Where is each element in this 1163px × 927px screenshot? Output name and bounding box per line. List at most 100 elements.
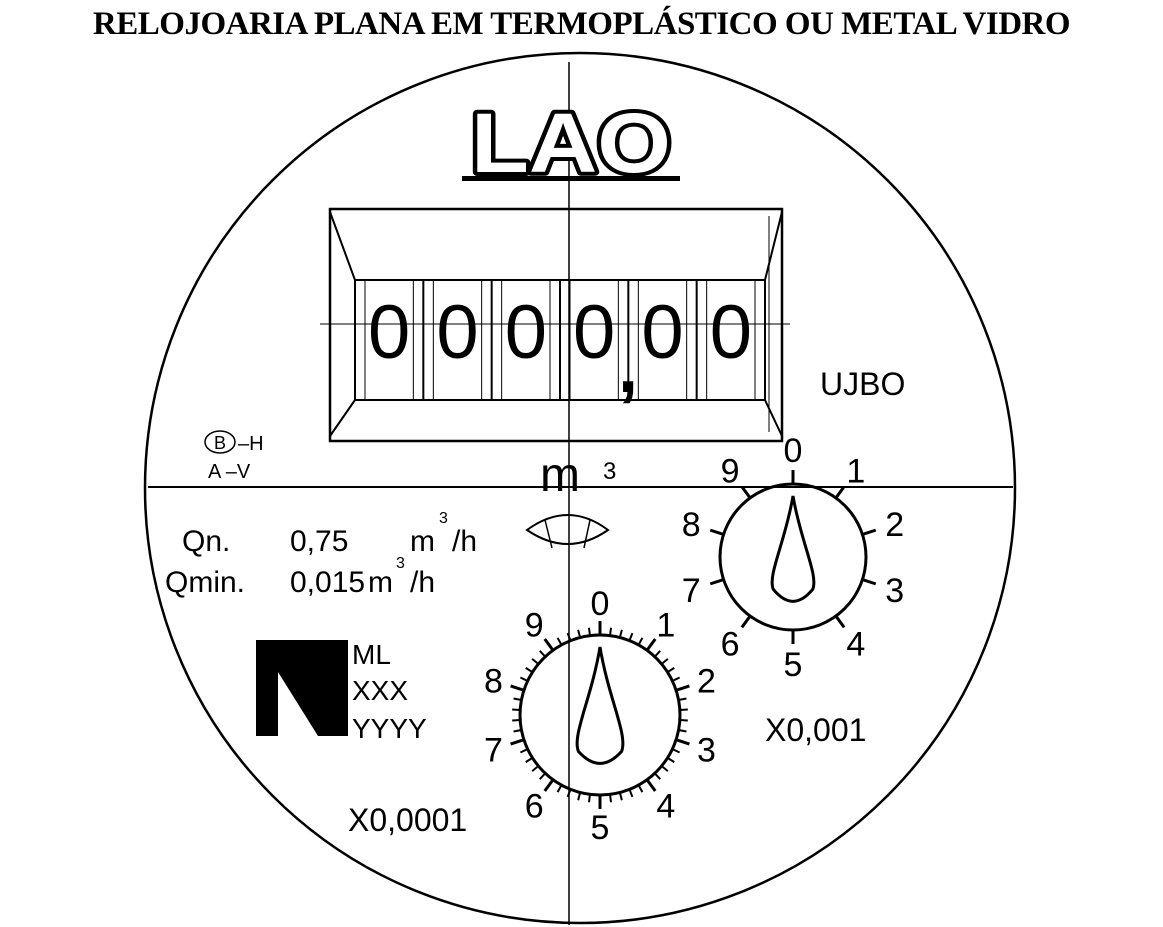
- dial-tick: [834, 615, 846, 629]
- dial-tick: [531, 658, 539, 665]
- dial-tick: [740, 485, 752, 499]
- dial-number: 6: [721, 626, 740, 664]
- cert-line-2: XXX: [352, 675, 408, 706]
- qn-unit-exponent: 3: [439, 510, 448, 527]
- dial-number: 9: [525, 606, 544, 644]
- dial-ring: [718, 482, 868, 632]
- dial-tick: [577, 792, 582, 801]
- dial-tick: [671, 676, 681, 682]
- dial-tick: [566, 632, 572, 641]
- qn-unit-per-hour: /h: [452, 525, 477, 558]
- installation-position: B –H A –V: [204, 430, 264, 483]
- dial-tick: [834, 485, 846, 499]
- counter-digit: 0: [573, 290, 615, 375]
- install-horizontal: –H: [238, 433, 264, 455]
- dial-number: 0: [591, 585, 610, 623]
- dial-tick: [645, 778, 657, 792]
- dial-number: 3: [697, 732, 716, 770]
- dial-number: 0: [784, 432, 803, 470]
- dial-tick: [513, 729, 522, 733]
- inmetro-n-icon: [256, 640, 348, 736]
- dial-pointer-icon: [575, 646, 625, 765]
- dial-tick: [609, 794, 613, 803]
- dial-tick: [512, 719, 521, 722]
- qn-label: Qn.: [182, 525, 230, 558]
- dial-ring: [518, 633, 682, 797]
- dial-tick: [645, 638, 657, 652]
- dial-tick: [654, 772, 661, 780]
- dial-tick: [519, 748, 529, 754]
- dial-tick: [577, 629, 582, 638]
- install-letter: B: [214, 433, 226, 453]
- counter-digit: 0: [710, 290, 752, 375]
- dial-tick: [556, 637, 563, 646]
- counter-digit: 0: [368, 290, 410, 375]
- dial-tick: [618, 629, 623, 638]
- volume-unit-letter: m: [540, 449, 580, 502]
- dial-tick: [671, 748, 681, 754]
- dial-tick: [678, 729, 687, 733]
- meter-code: UJBO: [820, 366, 905, 402]
- dial-tick: [618, 792, 623, 801]
- dial-number: 7: [682, 572, 701, 610]
- dial-number: 8: [484, 662, 503, 700]
- counter-digit: 0: [505, 290, 547, 375]
- qmin-unit-m: m: [368, 566, 393, 599]
- dial-tick: [531, 765, 539, 772]
- qn-value: 0,75: [290, 525, 348, 558]
- dial-number: 5: [591, 809, 610, 847]
- volume-unit: m 3: [525, 449, 616, 549]
- dial-1-multiplier: X0,001: [765, 712, 866, 748]
- dial-tick: [679, 708, 688, 711]
- dial-tick: [539, 650, 546, 658]
- dial-tick: [543, 778, 555, 792]
- flow-specs: Qn. 0,75 m 3 /h Qmin. 0,015 m 3 /h: [165, 510, 477, 599]
- dial-tick: [587, 794, 591, 803]
- dial-tick: [709, 578, 725, 586]
- qmin-label: Qmin.: [165, 566, 245, 599]
- counter-digit: 0: [436, 290, 478, 375]
- decimal-comma: ,: [618, 328, 638, 408]
- dial-tick: [667, 667, 675, 673]
- dial-tick: [587, 627, 591, 636]
- dial-number: 7: [484, 732, 503, 770]
- dial-tick: [661, 658, 669, 665]
- dial-tick: [675, 684, 690, 692]
- dial-tick: [512, 708, 521, 711]
- dial-tick: [861, 528, 877, 536]
- qmin-value: 0,015: [290, 566, 365, 599]
- dial-tick: [637, 784, 644, 793]
- dial-tick: [566, 789, 572, 798]
- dial-number: 4: [656, 788, 675, 826]
- install-letter-badge: [204, 430, 236, 454]
- meter-face-circle: [143, 51, 1017, 925]
- qmin-unit-exponent: 3: [396, 555, 405, 572]
- cert-line-3: YYYY: [352, 713, 427, 744]
- dial-number: 3: [885, 572, 904, 610]
- brand-text: LAO: [471, 96, 671, 190]
- dial-tick: [861, 578, 877, 586]
- qn-unit-m: m: [410, 525, 435, 558]
- dial-tick: [543, 638, 555, 652]
- dial-number: 1: [656, 606, 675, 644]
- dial-number: 2: [697, 662, 716, 700]
- qmin-unit-per-hour: /h: [410, 566, 435, 599]
- dial-tick: [637, 637, 644, 646]
- flow-indicator-icon: [525, 514, 610, 545]
- dial-tick: [667, 757, 675, 763]
- dial-tick: [513, 697, 522, 701]
- dial-number: 6: [525, 788, 544, 826]
- dial-tick: [628, 789, 634, 798]
- dial-tick: [709, 528, 725, 536]
- dial-tick: [740, 615, 752, 629]
- dial-tick: [525, 757, 533, 763]
- dial-number: 1: [846, 452, 865, 490]
- dial-tick: [628, 632, 634, 641]
- volume-unit-exponent: 3: [603, 458, 616, 485]
- dial-tick: [519, 676, 529, 682]
- certification-mark: ML XXX YYYY: [256, 639, 427, 744]
